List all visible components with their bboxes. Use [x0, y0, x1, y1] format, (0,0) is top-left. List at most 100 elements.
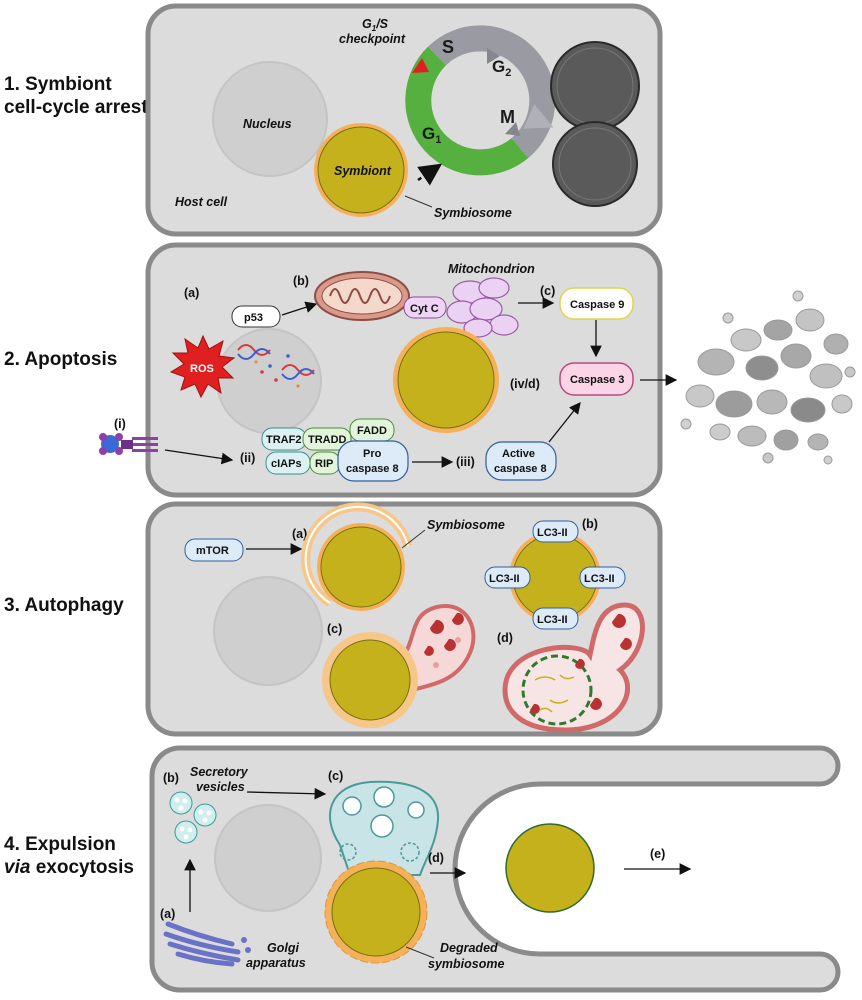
procaspase8-box	[337, 440, 409, 482]
nucleus-4	[214, 804, 322, 912]
nucleus-label: Nucleus	[243, 117, 292, 131]
procaspase8-label-2: caspase 8	[346, 463, 399, 475]
m-notch	[505, 122, 520, 136]
ciaps-label: cIAPs	[271, 458, 302, 470]
mtor-box	[184, 538, 244, 562]
secretory-vesicles	[169, 791, 217, 844]
panel-1-title-line1: 1. Symbiont	[4, 74, 112, 95]
lc3-top: LC3-II	[537, 527, 568, 539]
debris-3d	[534, 674, 575, 713]
label-a-4: (a)	[160, 907, 175, 921]
symbiosome-pointer	[404, 195, 433, 208]
g1s-checkpoint-mark	[412, 58, 429, 73]
g1-arc	[405, 46, 529, 176]
autolysosome-3d	[502, 602, 645, 733]
label-ii: (ii)	[240, 451, 255, 465]
active-to-caspase3-arrow	[548, 401, 581, 443]
golgi-apparatus	[163, 921, 251, 967]
label-a-2: (a)	[184, 286, 199, 300]
lc3-bottom: LC3-II	[537, 614, 568, 626]
nucleus-1	[212, 61, 328, 177]
symbiont-3a	[320, 526, 402, 608]
panel-3-title: 3. Autophagy	[4, 594, 124, 617]
p53-label: p53	[244, 312, 263, 324]
label-b-3: (b)	[582, 517, 598, 531]
active-caspase8-box	[485, 441, 557, 481]
label-c-3: (c)	[327, 622, 342, 636]
panel-4-title-line1: 4. Expulsion	[4, 834, 116, 855]
g2-notch	[487, 48, 500, 64]
ros-label: ROS	[190, 363, 214, 375]
rip-label: RIP	[315, 458, 333, 470]
symbiont-label: Symbiont	[334, 164, 392, 178]
vesicles-to-fusion-arrow	[246, 787, 327, 800]
host-cell-label: Host cell	[175, 195, 228, 209]
expelled-symbiont	[505, 823, 595, 913]
tradd-box	[302, 427, 352, 451]
label-c-4: (c)	[328, 769, 343, 783]
checkpoint-label-line1: G1/S	[362, 17, 389, 33]
panel-1-title-line2: cell-cycle arrest	[4, 97, 148, 118]
symbiont-4a	[331, 867, 421, 957]
label-d-3: (d)	[497, 631, 513, 645]
checkpoint-label-line2: checkpoint	[339, 32, 406, 46]
label-e-4: (e)	[650, 847, 665, 861]
apoptotic-bodies	[680, 290, 856, 465]
p53-box	[231, 305, 281, 328]
hydrolases-3c	[424, 612, 464, 668]
secretory-label-1: Secretory	[190, 765, 249, 779]
symbiosome-label-3: Symbiosome	[427, 518, 505, 532]
death-receptor	[99, 433, 158, 455]
phase-g1: G1	[422, 124, 441, 146]
panel-3-title-text: 3. Autophagy	[4, 595, 124, 616]
phase-s: S	[442, 37, 454, 57]
secretory-label-2: vesicles	[196, 780, 245, 794]
label-ivd: (iv/d)	[510, 377, 540, 391]
nucleus-2	[216, 328, 322, 434]
symbiont-2	[397, 331, 495, 429]
cycle-to-daughters-arrow	[523, 104, 554, 129]
symbiosome-label: Symbiosome	[434, 206, 512, 220]
symbiont-1	[317, 126, 405, 214]
fused-vesicles	[339, 786, 425, 862]
phase-m: M	[500, 107, 515, 127]
active-caspase8-label-1: Active	[502, 448, 535, 460]
daughter-cell-top	[550, 41, 640, 131]
exocytosis-word: exocytosis	[30, 857, 134, 878]
daughter-cell-bottom-inner	[558, 127, 632, 201]
fadd-label: FADD	[357, 425, 387, 437]
panel-4-title-line2: via exocytosis	[4, 856, 134, 879]
degraded-label-2: symbiosome	[428, 957, 504, 971]
dna-fragments	[237, 344, 315, 388]
nucleus-3	[213, 576, 323, 686]
golgi-label-1: Golgi	[267, 941, 299, 955]
degraded-label-1: Degraded	[440, 941, 498, 955]
hydrolases-3d	[530, 613, 632, 714]
panel-1-title: 1. Symbiont cell-cycle arrest	[4, 73, 148, 119]
symbiosome-pointer-3	[401, 529, 426, 549]
label-d-4: (d)	[428, 851, 444, 865]
via-word: via	[4, 857, 31, 878]
caspase3-label: Caspase 3	[570, 374, 624, 386]
degraded-pointer	[405, 946, 435, 959]
panel-2: (a) (b) p53 ROS Mitochondrion Cyt C	[99, 242, 856, 498]
receptor-to-complex-arrow	[164, 449, 234, 465]
host-cell-4	[149, 745, 841, 993]
label-c-2: (c)	[540, 284, 555, 298]
mitochondrion	[314, 271, 410, 321]
cytc-label: Cyt C	[410, 303, 439, 315]
panel-4: (b) Secretory vesicles (a) Golgi apparat…	[149, 745, 841, 993]
label-b-4: (b)	[163, 771, 179, 785]
caspase3-box	[559, 362, 634, 396]
label-b-2: (b)	[293, 274, 309, 288]
panel-4-title: 4. Expulsion via exocytosis	[4, 833, 134, 879]
golgi-label-2: apparatus	[246, 956, 306, 970]
panel-2-title-text: 2. Apoptosis	[4, 349, 118, 370]
degrading-symbiont-3d	[521, 654, 593, 726]
panel-2-title: 2. Apoptosis	[4, 348, 117, 371]
lc3-markers: LC3-II LC3-II LC3-II LC3-II	[484, 520, 626, 630]
mitochondrion-label: Mitochondrion	[448, 262, 535, 276]
lc3-left: LC3-II	[489, 573, 520, 585]
panel-3: mTOR (a) Symbiosome (b) LC3-II LC3-II LC…	[145, 501, 663, 737]
